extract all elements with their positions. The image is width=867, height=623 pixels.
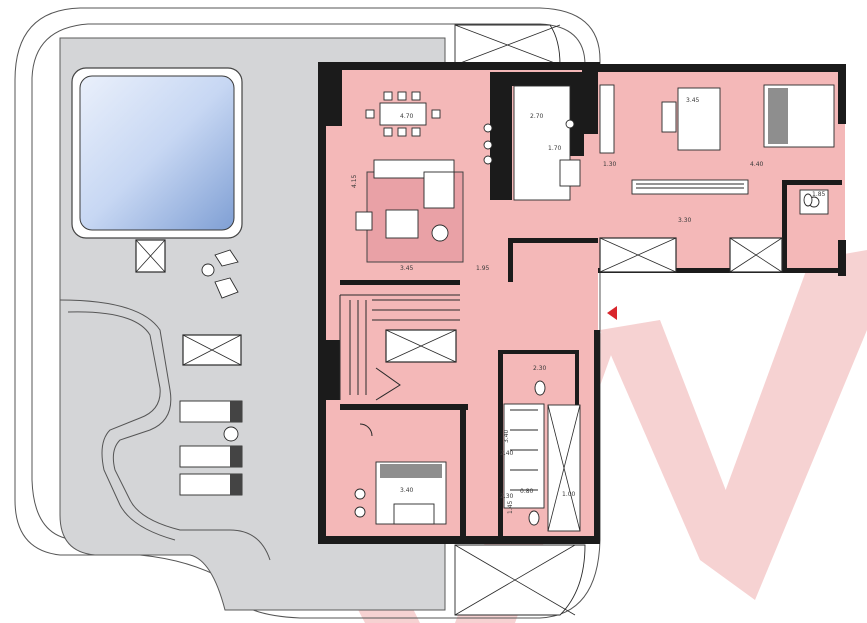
dining-table [379,102,427,126]
light-wells [454,24,586,616]
bathrooms [503,193,813,532]
dimension-labels: 4.70 4.15 3.45 1.95 2.70 1.70 3.45 1.30 … [351,97,826,514]
dim-bedroom-a-width: 3.45 [686,97,700,104]
dim-bath-b-d: 1.45 [507,500,514,514]
dim-entry: 1.95 [476,265,490,272]
dim-bath-b-b: 0.80 [520,488,534,495]
bedroom-b [354,423,447,525]
dim-wardrobe: 3.40 [503,429,510,443]
walls [318,62,846,544]
dim-living-side: 4.15 [351,174,358,188]
sofa-a [677,87,721,151]
dim-corridor: 3.30 [678,217,692,224]
entrance-marker-icon [607,306,617,320]
dim-bedroom-b-width: 3.40 [400,487,414,494]
watermark-stroke-4 [700,250,867,600]
terrace-furniture [135,239,243,496]
dim-living-bottom: 3.45 [400,265,414,272]
dim-bath-b-c: 1.00 [562,491,576,498]
bedroom-a [599,84,835,273]
dim-kitchen: 2.70 [530,113,544,120]
pool-water [79,75,235,231]
coffee-table [385,209,419,239]
pool [71,67,243,239]
dim-bedroom-a-side: 1.30 [603,161,617,168]
dim-bath-b-a: 2.30 [500,493,514,500]
dim-wardrobe-b: 2.40 [500,450,514,457]
stair-core [339,294,460,401]
watermark-stroke-3 [600,320,745,560]
dim-bedroom-a-right: 4.40 [750,161,764,168]
living-room [355,85,581,263]
dim-bath-small: 1.85 [812,191,826,198]
dim-living-top: 4.70 [400,113,414,120]
dim-bath-mid: 2.30 [533,365,547,372]
dim-kitchen-side: 1.70 [548,145,562,152]
